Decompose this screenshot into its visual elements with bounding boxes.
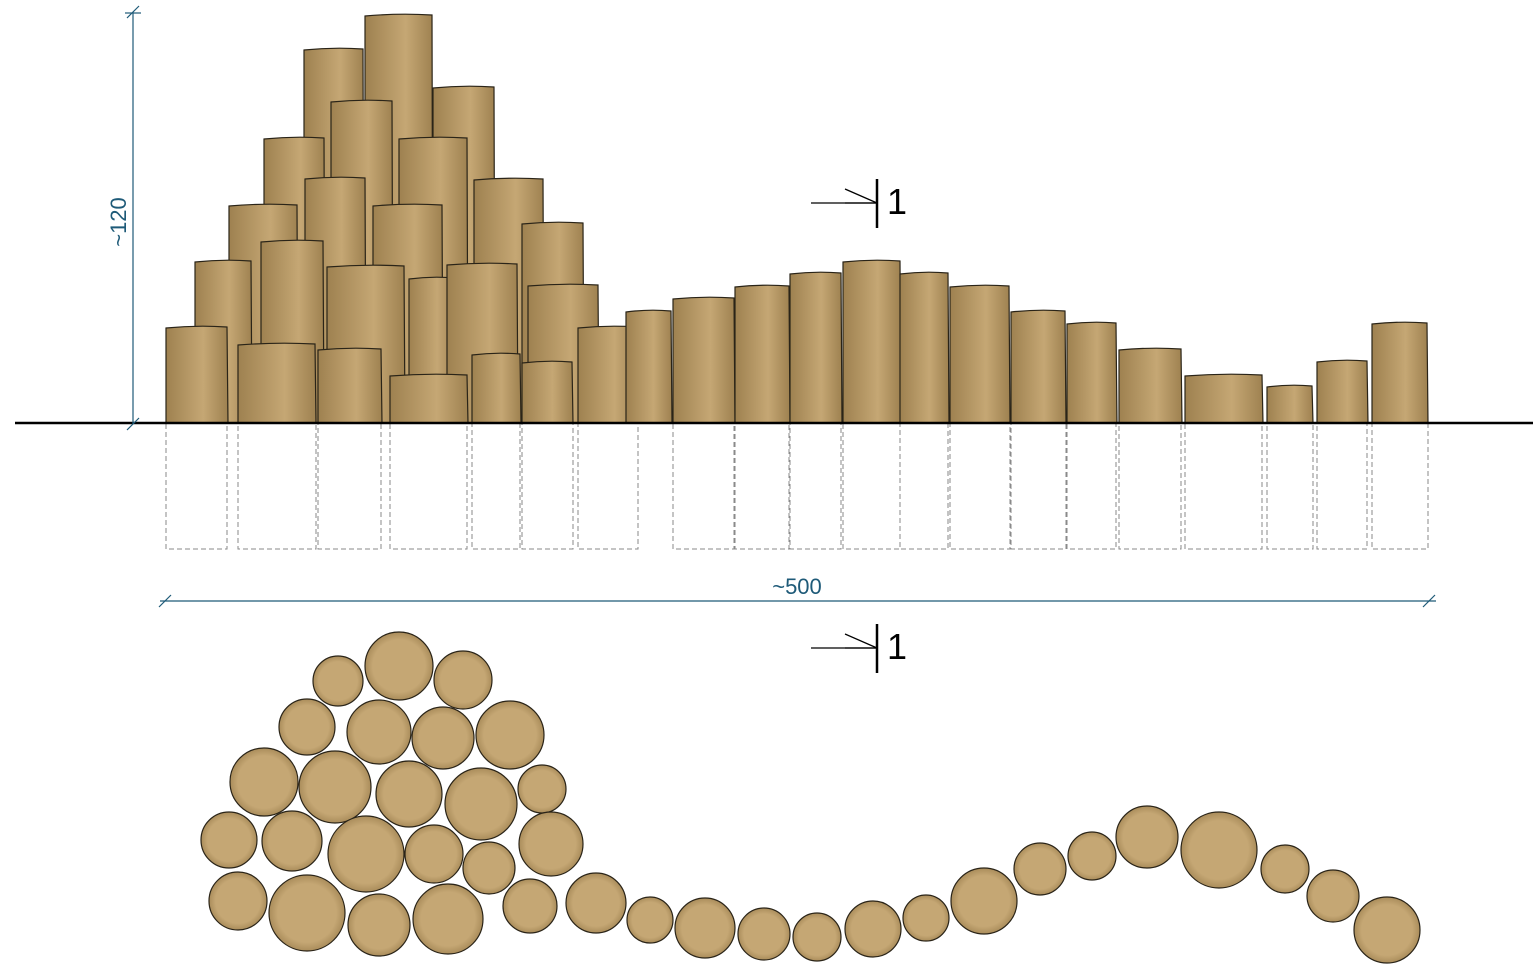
plan-post [1306,869,1360,923]
section-mark-upper: 1 [811,179,907,228]
buried-post-outline [471,422,521,550]
plan-post [200,811,258,869]
height-dimension-tick-top [126,5,140,19]
elevation-post [237,342,317,424]
plan-post [346,699,412,765]
section-mark-label: 1 [887,181,907,222]
plan-post [298,750,372,824]
buried-post-outline [1010,422,1067,550]
height-dimension: ~120 [106,5,141,431]
plan-post [902,894,950,942]
plan-post [312,655,364,707]
elevation-post [1184,373,1264,424]
plan-post [327,815,405,893]
width-dimension-tick-left [158,594,172,608]
elevation-post [165,325,229,424]
buried-post-outline [734,422,790,550]
section-mark-label: 1 [887,626,907,667]
buried-post-outline [389,422,468,550]
plan-post [208,871,268,931]
buried-post-outline [1184,422,1263,550]
buried-post-outline [899,422,949,550]
plan-post [1013,842,1067,896]
plan-post [364,631,434,701]
buried-post-outline [1316,422,1368,550]
elevation-post [899,271,950,424]
plan-post [565,872,627,934]
elevation-post [1066,321,1118,424]
plan-post [737,907,791,961]
plan-post [844,900,902,958]
plan-post [404,824,464,884]
buried-post-outline [789,422,842,550]
plan-post [375,760,443,828]
plan-post [518,811,584,877]
plan-post [261,810,323,872]
plan-post [1115,805,1179,869]
plan-post [347,893,411,957]
buried-post-outline [165,422,228,550]
buried-post-outline [1066,422,1117,550]
plan-post [626,896,674,944]
elevation-post [1010,309,1067,424]
elevation-post [389,373,469,424]
plan-post [268,874,346,952]
plan-post [792,912,842,962]
plan-post [229,747,299,817]
plan-post [475,700,545,770]
width-dimension-tick-right [1422,594,1436,608]
elevation-post [471,352,522,424]
elevation-posts [165,13,1429,424]
elevation-post [1118,347,1183,424]
buried-post-outline [237,422,317,550]
plan-post [444,767,518,841]
elevation-post [842,259,902,424]
elevation-post [672,296,736,424]
height-dimension-label: ~120 [106,197,131,247]
plan-post [1353,896,1421,964]
section-arrow-head-icon [844,633,878,649]
buried-post-outline [672,422,735,550]
elevation-post [625,309,673,424]
plan-post [462,841,516,895]
plan-post [1067,831,1117,881]
elevation-post [317,347,383,424]
plan-post [502,878,558,934]
plan-post [1180,811,1258,889]
buried-post-outlines [165,422,1429,550]
elevation-post [949,284,1011,424]
elevation-post [1316,359,1369,424]
buried-post-outline [1118,422,1182,550]
plan-post [412,883,484,955]
section-arrow-head-icon [844,188,878,204]
plan-post [1260,844,1310,894]
elevation-post [734,284,791,424]
buried-post-outline [521,422,574,550]
elevation-post [789,271,843,424]
plan-post [278,698,336,756]
plan-post [517,764,567,814]
height-dimension-tick-bottom [126,417,140,431]
buried-post-outline [1371,422,1429,550]
plan-post [433,650,493,710]
buried-post-outline [317,422,382,550]
width-dimension-label: ~500 [772,574,822,599]
plan-post [674,897,736,959]
section-mark-lower: 1 [811,624,907,673]
buried-post-outline [842,422,901,550]
plan-post [411,706,475,770]
buried-post-outline [1266,422,1314,550]
plan-post [950,867,1018,935]
buried-post-outline [949,422,1011,550]
elevation-post [1371,321,1429,424]
elevation-post [521,360,574,424]
elevation-view [15,13,1533,550]
width-dimension: ~500 [158,574,1436,608]
buried-post-outline [577,422,639,550]
plan-view [200,631,1421,964]
elevation-post [1266,384,1314,424]
